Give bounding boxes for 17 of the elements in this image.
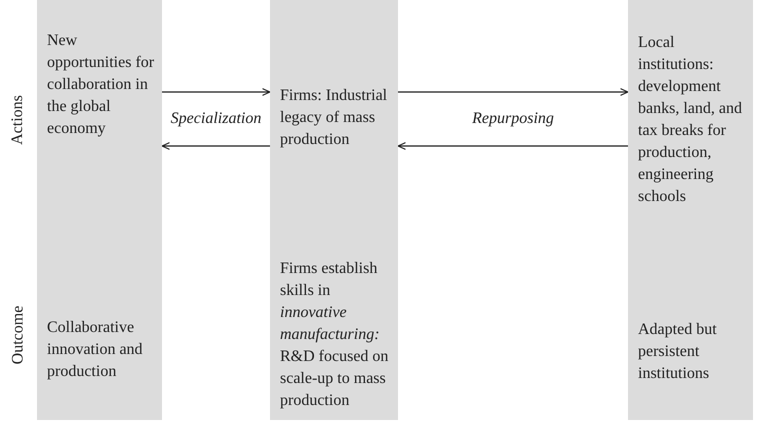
outcome-text: Collaborative innovation and production <box>47 318 144 382</box>
action-text: Firms: Industrial legacy of mass production <box>280 86 388 150</box>
outcome-text: Adapted but persistent institutions <box>638 320 718 384</box>
row-label: Outcome <box>8 306 27 364</box>
arrow <box>161 142 270 150</box>
arrow <box>397 142 628 150</box>
edge-label: Specialization <box>170 109 262 129</box>
arrow <box>398 88 629 96</box>
column-panel <box>628 0 753 420</box>
column-panel <box>37 0 162 420</box>
row-label: Actions <box>8 95 27 145</box>
column-panel <box>270 0 398 420</box>
outcome-text: Firms establish skills in innovative manufacturing: R&D focused on scale-up to mass production <box>280 259 390 411</box>
arrow <box>162 88 271 96</box>
action-text: Local institutions: development banks, land, and tax breaks for production, engineering schools <box>638 33 743 207</box>
action-text: New opportunities for collaboration in the global economy <box>47 31 156 139</box>
edge-label: Repurposing <box>472 109 554 129</box>
